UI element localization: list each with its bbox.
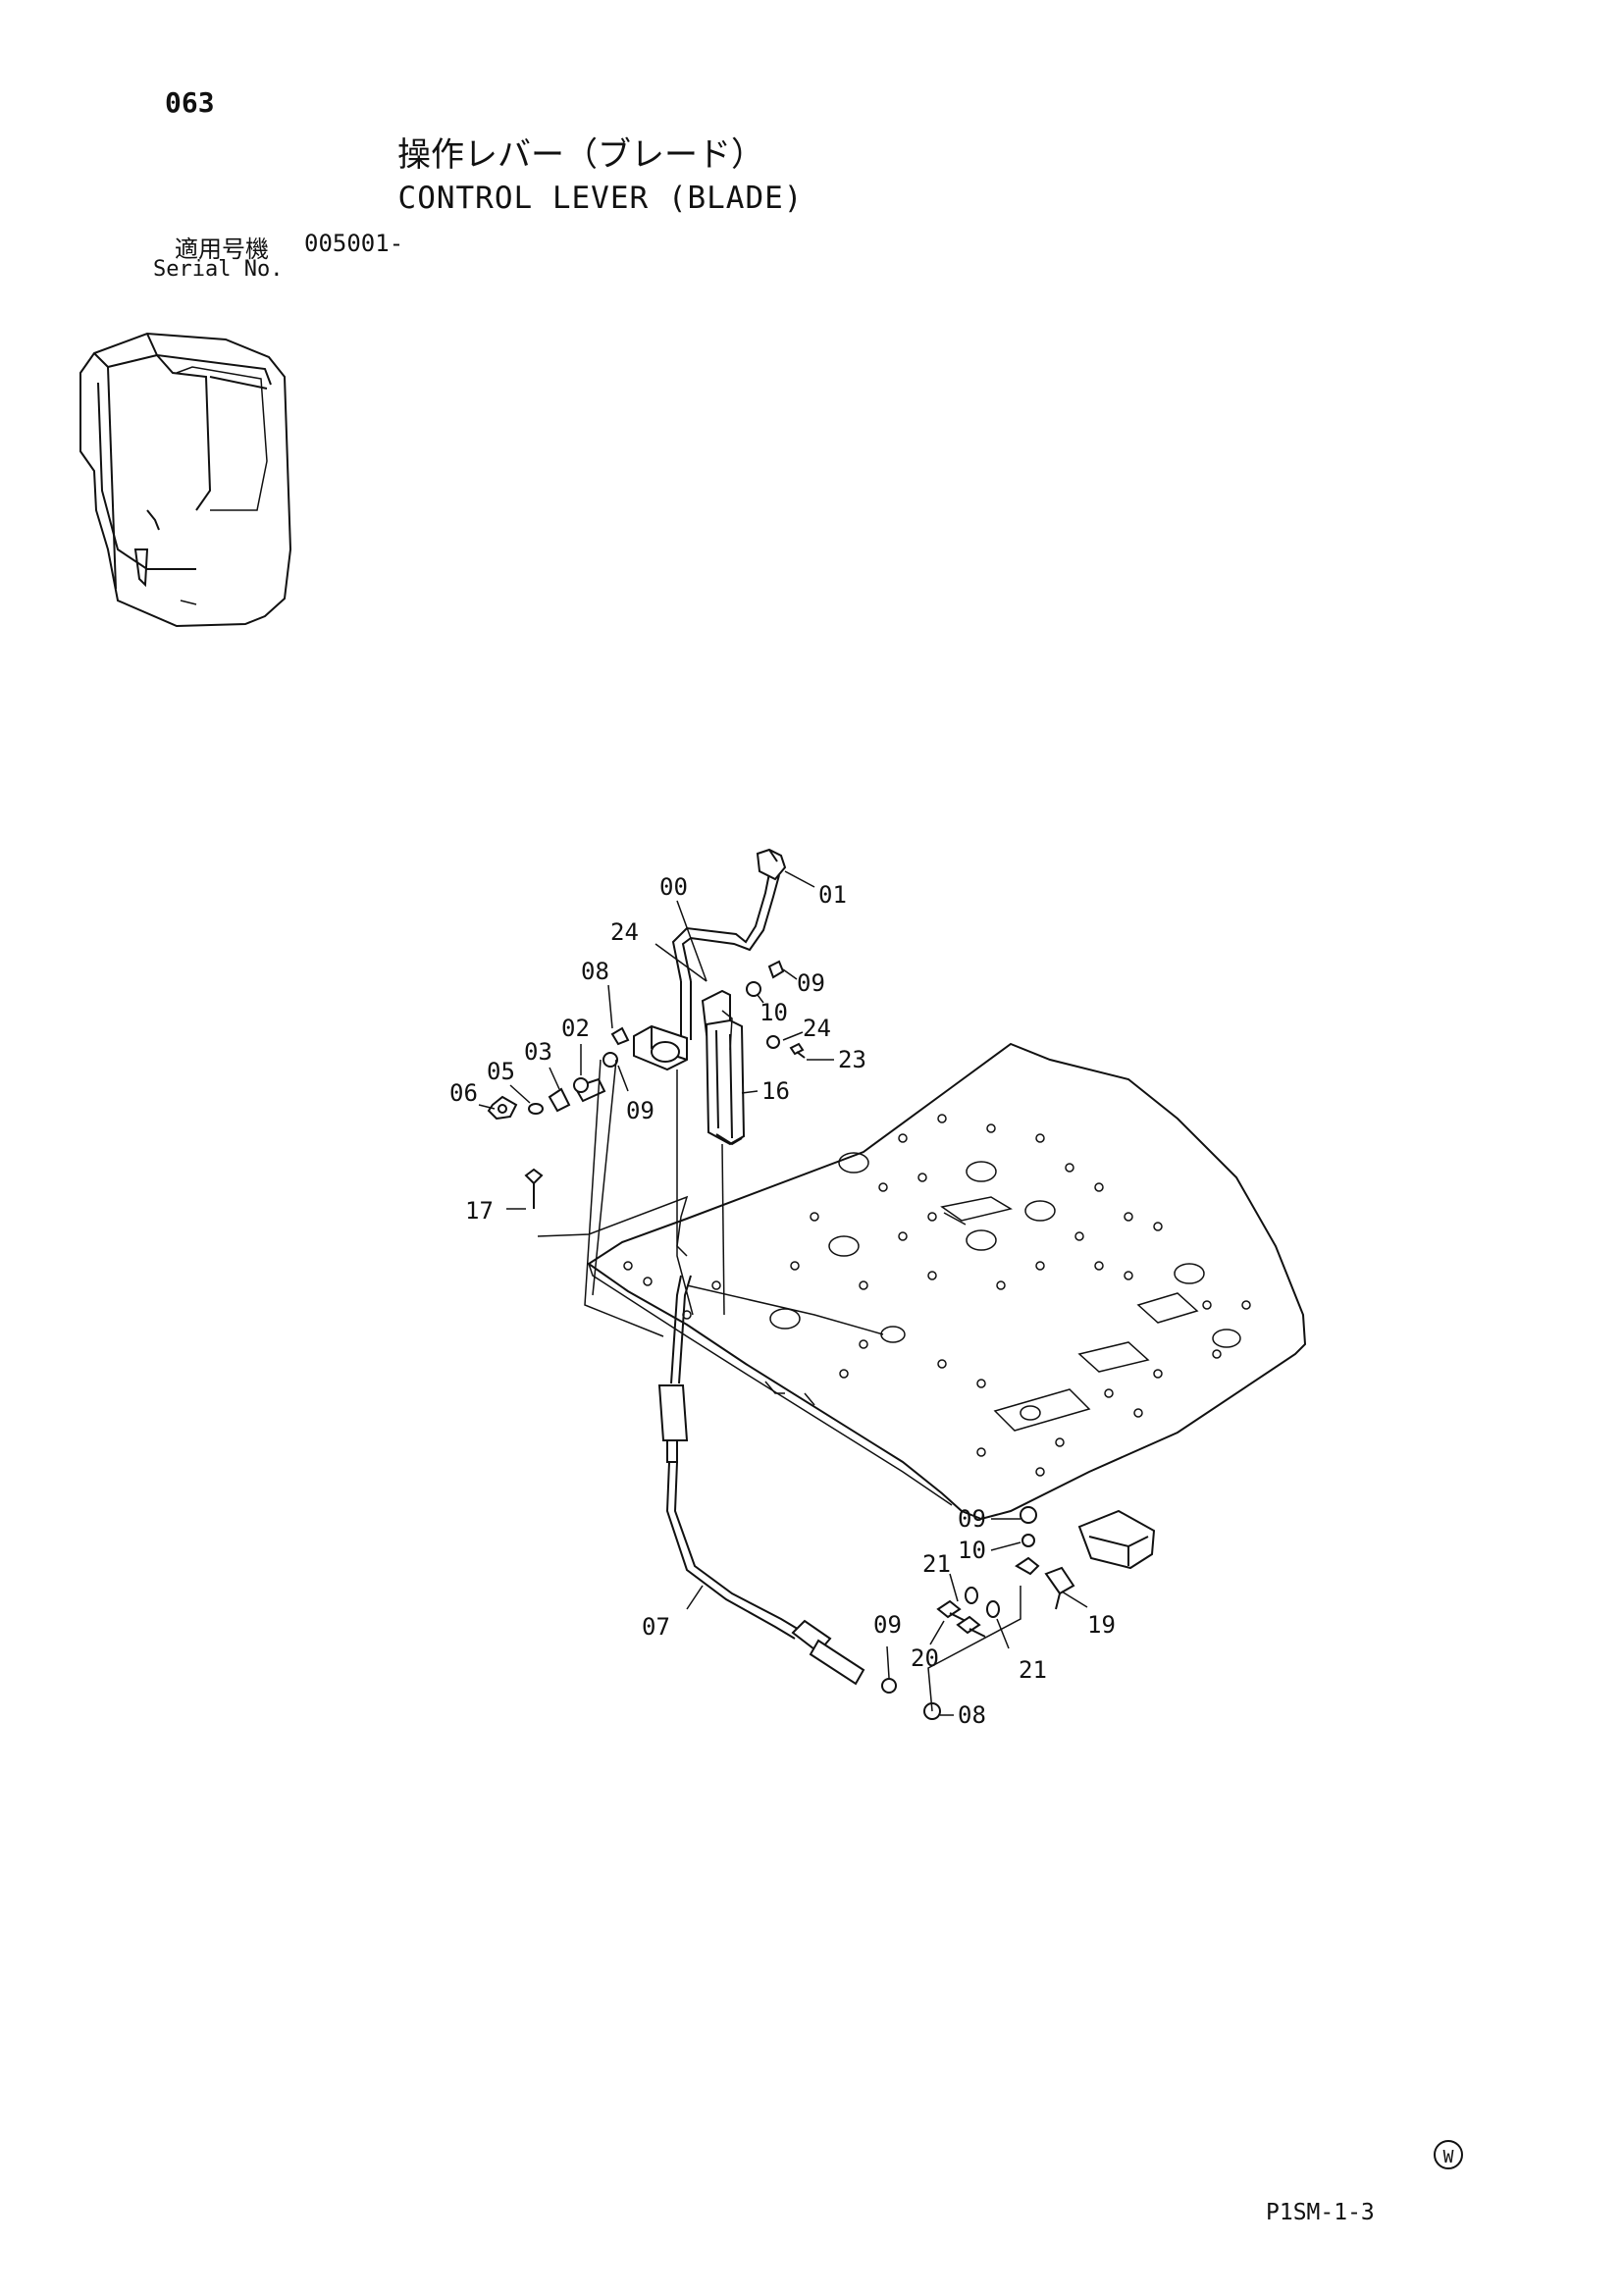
callout-20: 20 xyxy=(911,1644,939,1672)
floor-plate xyxy=(587,1042,1307,1521)
callout-19: 19 xyxy=(1087,1611,1116,1639)
callout-labels: 00 01 24 09 08 10 02 24 03 23 05 06 09 1… xyxy=(449,873,1116,1729)
serial-label-english: Serial No. xyxy=(153,257,284,282)
title-english: CONTROL LEVER (BLADE) xyxy=(397,181,804,216)
title-japanese: 操作レバー（ブレード） xyxy=(397,135,764,175)
sheet-code: P1SM-1-3 xyxy=(1266,2200,1375,2225)
callout-02: 02 xyxy=(561,1015,590,1042)
serial-number-value: 005001- xyxy=(304,230,404,257)
w-mark-letter: W xyxy=(1443,2147,1454,2167)
callout-09-bracket: 09 xyxy=(958,1505,986,1533)
callout-17: 17 xyxy=(465,1197,494,1225)
callout-01: 01 xyxy=(818,881,847,909)
callout-21-lower: 21 xyxy=(1019,1656,1047,1684)
lower-bracket xyxy=(927,1506,1156,1712)
callout-06: 06 xyxy=(449,1079,478,1107)
callout-00: 00 xyxy=(659,873,688,901)
callout-08-upper: 08 xyxy=(581,958,609,985)
callout-07: 07 xyxy=(642,1613,670,1641)
callout-10-bracket: 10 xyxy=(958,1537,986,1564)
callout-24-right: 24 xyxy=(803,1015,831,1042)
cab-thumbnail xyxy=(79,332,292,628)
callout-21-upper: 21 xyxy=(922,1550,951,1578)
lever-knob xyxy=(756,848,787,881)
callout-16: 16 xyxy=(761,1077,790,1105)
plate-holes xyxy=(623,1114,1251,1477)
callout-05: 05 xyxy=(487,1058,515,1085)
serial-label-japanese: 適用号機 xyxy=(175,235,269,263)
w-mark: W xyxy=(1434,2140,1463,2169)
callout-23: 23 xyxy=(838,1046,866,1073)
leader-lines xyxy=(478,870,1088,1716)
callout-10-upper: 10 xyxy=(759,999,788,1026)
callout-09-cable: 09 xyxy=(873,1611,902,1639)
callout-09-upper: 09 xyxy=(797,969,825,997)
callout-03: 03 xyxy=(524,1038,552,1066)
push-pull-cable xyxy=(657,1275,941,1720)
callout-08-lower: 08 xyxy=(958,1701,986,1729)
callout-24-upper: 24 xyxy=(610,918,639,946)
control-lever-assembly xyxy=(487,848,806,1337)
page-number: 063 xyxy=(165,86,215,119)
callout-09-mid: 09 xyxy=(626,1097,654,1124)
